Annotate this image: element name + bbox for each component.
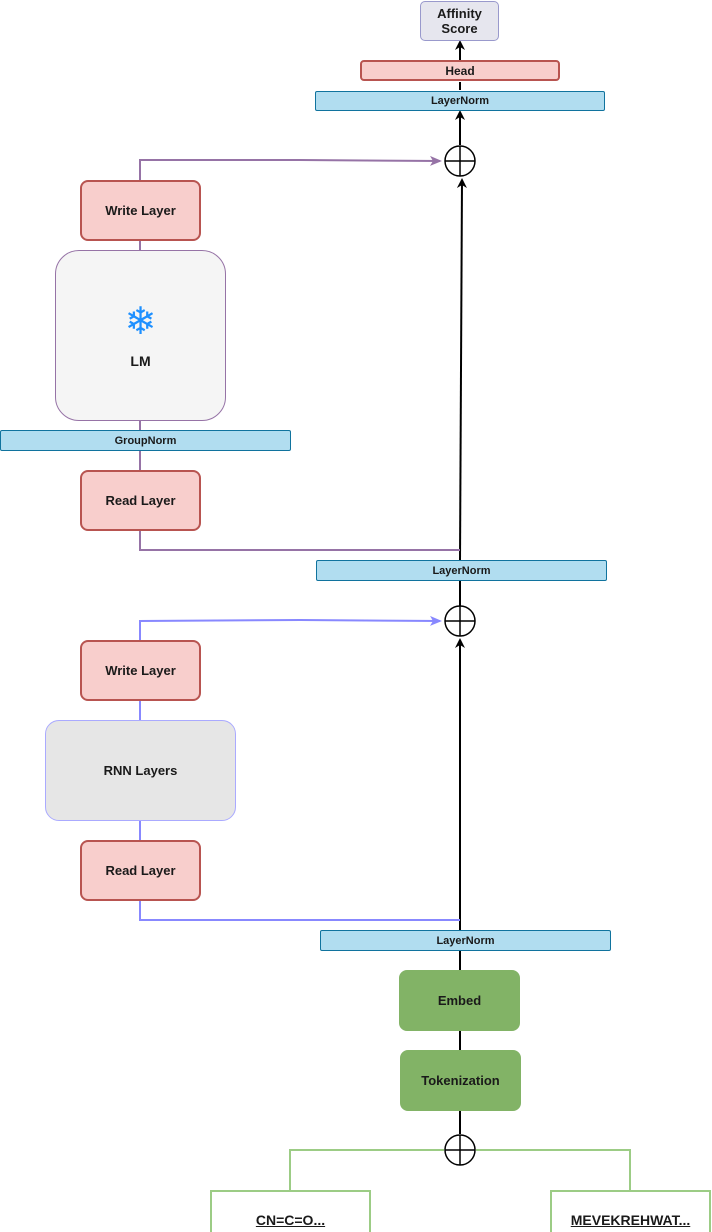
rnn-layers-box: RNN Layers (45, 720, 236, 821)
lm-write-connector (139, 155, 442, 180)
middle-sum-node (444, 605, 476, 637)
rnn-read-connector (139, 900, 460, 921)
top-layernorm-box: LayerNorm (315, 91, 605, 111)
lm-label: LM (130, 352, 151, 369)
lm-read-layer-box: Read Layer (80, 470, 201, 531)
lm-write-layer-box: Write Layer (80, 180, 201, 241)
lm-read-connector (139, 530, 460, 551)
rnn-write-connector (139, 615, 442, 640)
protein-input-text: MEVEKREHWAT... (570, 1212, 691, 1228)
top-sum-node (444, 145, 476, 177)
lm-frozen-box: ❄ LM (55, 250, 226, 421)
protein-input-connector (476, 1149, 631, 1190)
tokenization-box: Tokenization (400, 1050, 521, 1111)
head-box: Head (360, 60, 560, 81)
embed-box: Embed (399, 970, 520, 1031)
rnn-read-layer-box: Read Layer (80, 840, 201, 901)
input-sum-node (444, 1134, 476, 1166)
mid-layernorm-box: LayerNorm (316, 560, 607, 581)
affinity-score-box: Affinity Score (420, 1, 499, 41)
rnn-write-layer-box: Write Layer (80, 640, 201, 701)
residual-path-top (456, 178, 467, 561)
protein-input-box: MEVEKREHWAT... (550, 1190, 711, 1232)
snowflake-icon: ❄ (124, 300, 157, 343)
smiles-input-text: CN=C=O... (255, 1212, 326, 1228)
groupnorm-box: GroupNorm (0, 430, 291, 451)
smiles-input-connector (289, 1149, 444, 1190)
bottom-layernorm-box: LayerNorm (320, 930, 611, 951)
smiles-input-box: CN=C=O... (210, 1190, 371, 1232)
